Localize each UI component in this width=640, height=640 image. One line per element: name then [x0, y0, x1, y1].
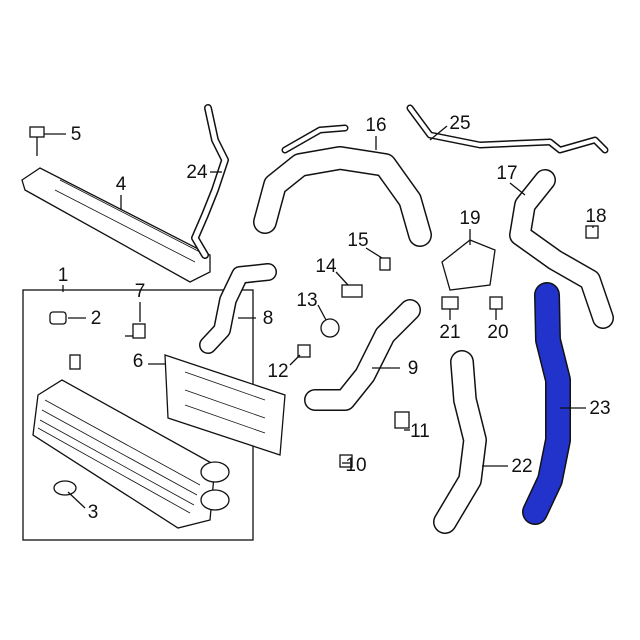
callout-20: 20	[487, 322, 508, 343]
part-clip[interactable]	[69, 354, 81, 370]
part-23-hose-highlighted[interactable]	[522, 282, 571, 525]
callout-11: 11	[410, 421, 430, 442]
callout-23: 23	[589, 398, 610, 419]
callout-21: 21	[439, 322, 460, 343]
part-22-hose[interactable]	[433, 350, 487, 534]
callout-25: 25	[449, 113, 470, 134]
callout-22: 22	[511, 456, 532, 477]
callout-6: 6	[133, 351, 144, 372]
part-7-bolt[interactable]	[125, 323, 146, 339]
part-4-deflector[interactable]	[21, 167, 211, 283]
part-9-tube[interactable]	[304, 299, 421, 411]
callout-2: 2	[91, 308, 102, 329]
callout-9: 9	[408, 358, 419, 379]
callout-17: 17	[496, 163, 517, 184]
callout-16: 16	[365, 115, 386, 136]
leader-lines	[44, 125, 594, 509]
part-24-hose[interactable]	[191, 104, 229, 259]
part-2-nut[interactable]	[49, 311, 67, 325]
part-1-intercooler[interactable]	[32, 379, 230, 529]
part-20-clip[interactable]	[489, 296, 503, 310]
part-25-tube[interactable]	[406, 104, 609, 154]
part-10-bolt[interactable]	[339, 454, 353, 468]
callout-18: 18	[585, 206, 606, 227]
callout-5: 5	[71, 124, 82, 145]
callout-7: 7	[135, 281, 146, 302]
part-17-hose[interactable]	[509, 169, 614, 329]
part-13-plug[interactable]	[320, 318, 340, 338]
part-16-tube[interactable]	[253, 124, 432, 247]
callout-8: 8	[263, 308, 274, 329]
callout-13: 13	[296, 290, 317, 311]
callout-15: 15	[347, 230, 368, 251]
part-11-clip[interactable]	[394, 411, 410, 429]
part-6-shield[interactable]	[164, 354, 286, 456]
part-5-bolt[interactable]	[29, 126, 45, 156]
part-8-hose[interactable]	[199, 263, 277, 354]
callout-labels: 1 2 3 4 5 6 7 8 9 10 11 12 13 14 15 16 1…	[58, 113, 611, 523]
part-15-bolt[interactable]	[379, 257, 391, 271]
part-19-bracket[interactable]	[441, 239, 496, 291]
part-18-bolt[interactable]	[585, 225, 599, 239]
part-14-sensor[interactable]	[341, 284, 363, 298]
callout-1: 1	[58, 265, 69, 286]
part-12-clamp[interactable]	[297, 344, 311, 358]
callout-19: 19	[459, 208, 480, 229]
callout-14: 14	[315, 256, 337, 277]
callout-24: 24	[186, 162, 208, 183]
part-3-grommet[interactable]	[53, 480, 77, 496]
callout-4: 4	[116, 174, 127, 195]
callout-12: 12	[267, 361, 288, 382]
callout-10: 10	[345, 455, 366, 476]
callout-3: 3	[88, 502, 99, 523]
part-21-clip[interactable]	[441, 296, 459, 310]
